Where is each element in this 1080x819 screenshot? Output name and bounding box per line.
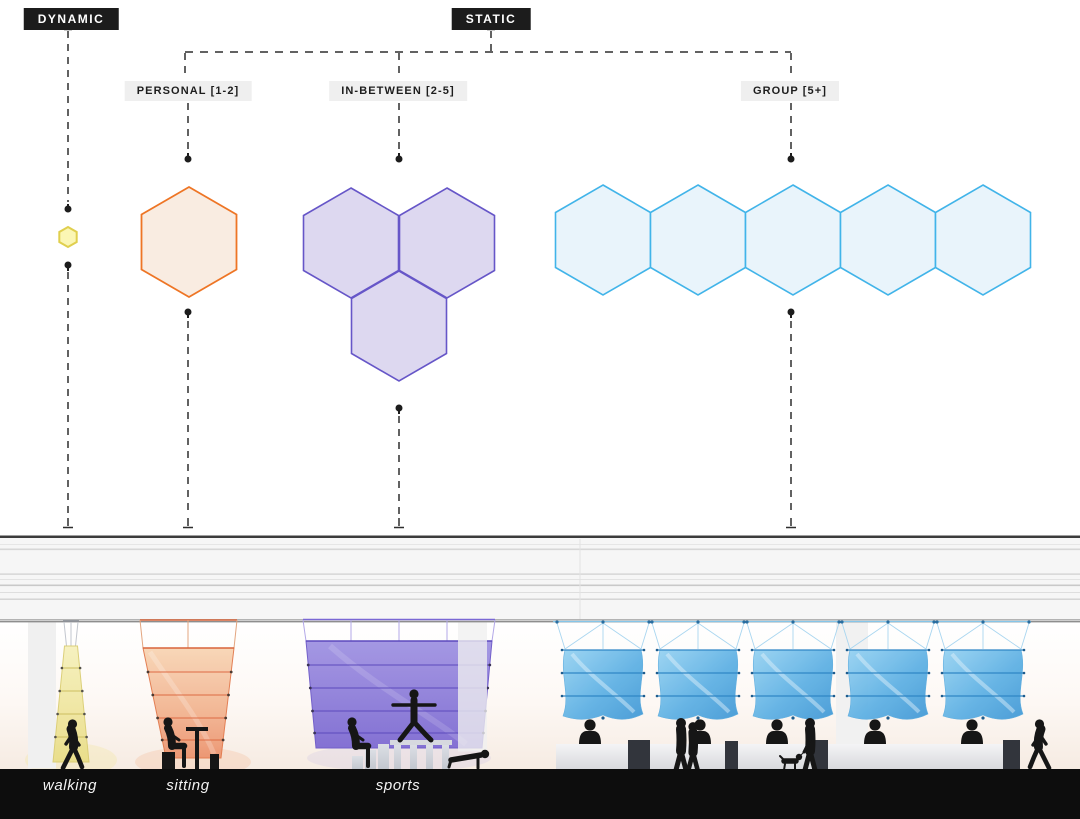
dynamic-marker-hexagon	[58, 225, 78, 249]
hexagons-group	[554, 184, 1032, 296]
connector-pins	[64, 153, 795, 414]
hexagons-in-between	[302, 187, 496, 382]
yoga-person	[391, 689, 437, 743]
category-label-personal: PERSONAL [1-2]	[124, 81, 252, 101]
walking-structure	[52, 620, 90, 763]
counters	[556, 740, 1020, 770]
activity-label-sitting: sitting	[166, 777, 210, 794]
sports-structure	[302, 618, 496, 752]
dog-owner	[779, 718, 815, 770]
section-scene	[0, 618, 1080, 819]
pushup-person	[447, 749, 490, 770]
bench-table	[162, 727, 219, 769]
section-slab-band	[0, 535, 1080, 623]
group-structures	[553, 620, 1031, 720]
people-silhouettes	[63, 689, 1049, 770]
category-label-group: GROUP [5+]	[740, 81, 840, 101]
activity-label-sports: sports	[375, 777, 421, 794]
gym-furniture	[352, 740, 452, 769]
ground-band	[0, 769, 1080, 819]
hexagon-personal	[140, 185, 238, 299]
dynamic-label: DYNAMIC	[23, 8, 119, 30]
category-label-in-between: IN-BETWEEN [2-5]	[329, 81, 467, 101]
static-label: STATIC	[451, 8, 531, 30]
activity-label-walking: walking	[42, 777, 98, 794]
